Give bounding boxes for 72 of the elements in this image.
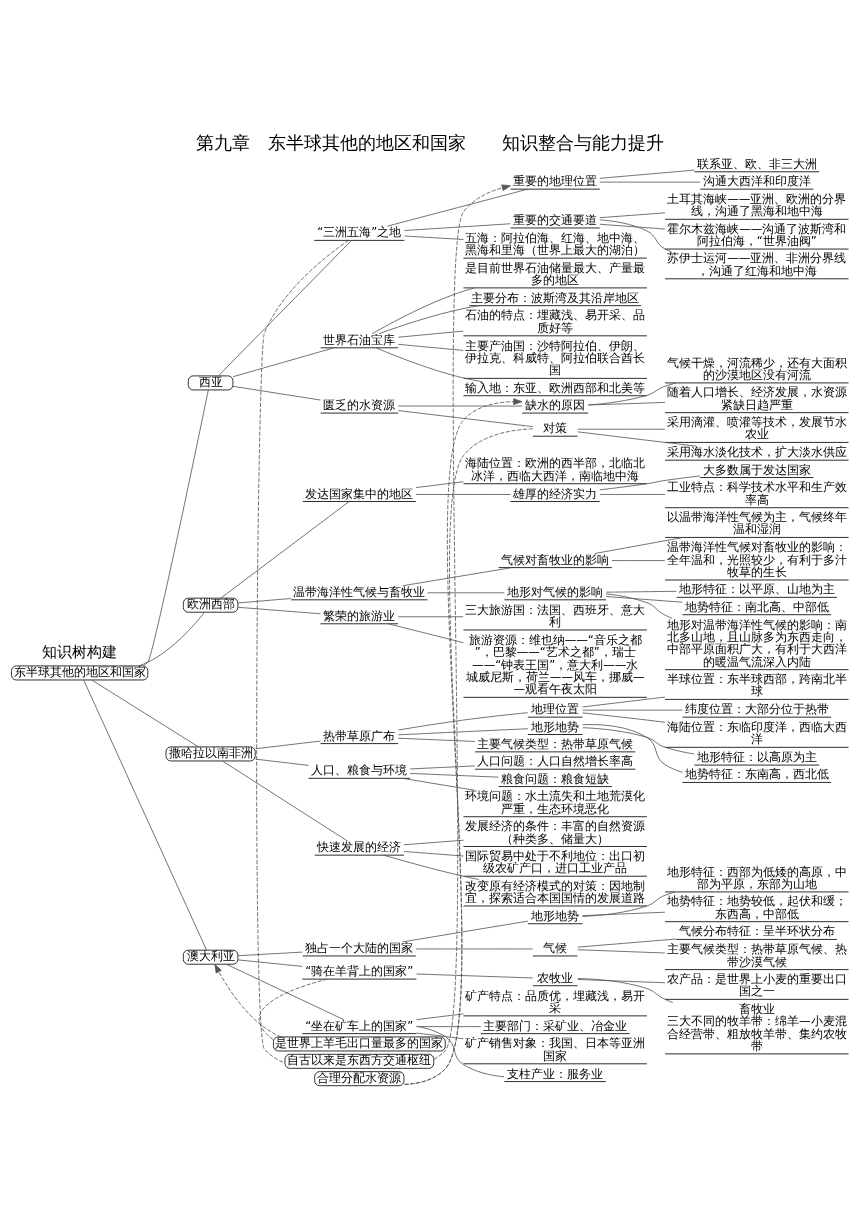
node-text: 世界石油宝库: [323, 332, 396, 347]
node-text: 发达国家集中的地区: [305, 486, 414, 501]
node-text: 苏伊士运河——亚洲、非洲分界线，沟通了红海和地中海: [667, 250, 847, 278]
node-text: 气候干燥，河流稀少，还有大面积的沙漠地区没有河流: [666, 355, 847, 382]
node-text: 人口、粮食与环境: [311, 762, 408, 777]
node-text: 沟通大西洋和印度洋: [702, 173, 811, 188]
node-text: 工业特点：科学技术水平和生产效率高: [666, 479, 847, 507]
diagram-title: 第九章 东半球其他的地区和国家 知识整合与能力提升: [196, 131, 664, 153]
node-text: 重要的地理位置: [513, 173, 598, 188]
node-text: 联系亚、欧、非三大洲: [696, 156, 817, 171]
node-text: “三洲五海”之地: [317, 224, 402, 239]
node-text: 地形对温带海洋性气候的影响：南北多山地，且山脉多为东西走向，中部平原面积广大，有利于大西洋的暖温气流深入内陆: [666, 617, 847, 669]
node-text: 气候分布特征：呈半环状分布: [678, 923, 835, 938]
node-text: 改变原有经济模式的对策：因地制宜，探索适合本国国情的发展道路: [465, 878, 646, 905]
node-text: 农牧业: [537, 970, 574, 985]
node-text: 输入地：东亚、欧洲西部和北美等: [465, 380, 646, 395]
node-text: 气候: [543, 940, 568, 955]
node-text: 纬度位置：大部分位于热带: [684, 701, 829, 716]
node-text: 三大旅游国：法国、西班牙、意大利: [465, 602, 646, 629]
node-text: 地形地势: [531, 908, 580, 923]
node-text: 支柱产业：服务业: [507, 1066, 604, 1081]
node-text: 重要的交通要道: [513, 212, 598, 227]
node-text: 旅游资源：维也纳——“音乐之都”，巴黎——“艺术之都”，瑞士——“钟表王国”，意大利——水城威尼斯，荷兰——风车，挪威——观看午夜太阳: [465, 632, 645, 696]
node-text: 气候对畜牧业的影响: [501, 552, 610, 567]
node-text: 主要产油国：沙特阿拉伯、伊朗、伊拉克、科威特、阿拉伯联合酋长国: [465, 338, 646, 377]
node-text: 独占一个大陆的国家: [305, 940, 414, 955]
node-text: 大多数属于发达国家: [702, 462, 811, 477]
node-text: 环境问题：水土流失和土地荒漠化严重，生态环境恶化: [465, 788, 646, 816]
node-text: 地形特征：西部为低矮的高原，中部为平原，东部为山地: [666, 864, 847, 891]
node-text: 以温带海洋性气候为主，气候终年温和湿润: [666, 509, 847, 536]
node-text: 温带海洋性气候与畜牧业: [293, 584, 426, 599]
node-text: 五海：阿拉伯海、红海、地中海、黑海和里海（世界上最大的湖泊）: [465, 230, 646, 257]
node-text: 半球位置：东半球西部，跨南北半球: [666, 671, 847, 698]
node-text: 地势特征：南北高、中部低: [684, 599, 829, 614]
node-text: 缺水的原因: [525, 397, 586, 412]
node-text: 随着人口增长、经济发展，水资源紧缺日趋严重: [666, 384, 847, 412]
node-text: 是目前世界石油储量最大、产量最多的地区: [465, 260, 646, 287]
node-text: 海陆位置：东临印度洋，西临大西洋: [666, 719, 847, 746]
node-text: 畜牧业 三大不同的牧羊带：绵羊—小麦混合经营带、粗放牧羊带、集约农牧带: [666, 1001, 847, 1053]
node-text: 地势特征：地势较低，起伏和缓；东西高，中部低: [666, 893, 847, 921]
node-text: 匮乏的水资源: [323, 397, 396, 412]
node-text: 人口问题：人口自然增长率高: [477, 753, 634, 768]
node-text: 地形特征：以高原为主: [696, 749, 817, 764]
node-text: 对策: [543, 420, 568, 435]
node-text: 温带海洋性气候对畜牧业的影响：全年温和，光照较少，有利于多汁牧草的生长: [666, 539, 847, 579]
node-text: 热带草原广布: [323, 728, 396, 743]
node-text: 地理位置: [531, 701, 580, 716]
node-text: 繁荣的旅游业: [323, 608, 396, 623]
node-text: 采用海水淡化技术，扩大淡水供应: [666, 444, 847, 459]
node-text: 地形地势: [531, 719, 580, 734]
node-text: 雄厚的经济实力: [513, 486, 598, 501]
node-text: 矿产销售对象：我国、日本等亚洲国家: [465, 1035, 646, 1063]
node-text: 石油的特点：埋藏浅、易开采、品质好等: [465, 307, 646, 335]
node-text: 粮食问题：粮食短缺: [501, 771, 610, 786]
node-text: 主要气候类型：热带草原气候: [477, 736, 634, 751]
node-text: 农产品：是世界上小麦的重要出口国之一: [666, 971, 847, 998]
node-text: 土耳其海峡——亚洲、欧洲的分界线，沟通了黑海和地中海: [667, 191, 847, 218]
node-text: 地形对气候的影响: [507, 584, 604, 599]
node-text: “骑在羊背上的国家”: [305, 963, 414, 978]
node-text: 发展经济的条件：丰富的自然资源（种类多、储量大）: [465, 818, 646, 846]
node-text: 采用滴灌、喷灌等技术，发展节水农业: [666, 414, 847, 441]
node-text: 快速发展的经济: [317, 839, 402, 854]
node-text: 主要分布：波斯湾及其沿岸地区: [471, 290, 640, 305]
node-text: 主要气候类型：热带草原气候、热带沙漠气候: [666, 941, 847, 969]
node-text: 主要部门：采矿业、冶金业: [483, 1018, 628, 1033]
node-text: 国际贸易中处于不利地位：出口初级农矿产口，进口工业产品: [465, 848, 646, 875]
node-text: “坐在矿车上的国家”: [305, 1018, 414, 1033]
node-text: 矿产特点：品质优，埋藏浅，易开采: [465, 988, 646, 1015]
node-text: 海陆位置：欧洲的西半部，北临北冰洋，西临大西洋，南临地中海: [465, 455, 646, 483]
node-text: 地势特征：东南高，西北低: [684, 766, 829, 781]
node-text: 霍尔木兹海峡——沟通了波斯湾和阿拉伯海，“世界油阀”: [667, 221, 847, 248]
node-text: 地形特征：以平原、山地为主: [678, 581, 835, 596]
